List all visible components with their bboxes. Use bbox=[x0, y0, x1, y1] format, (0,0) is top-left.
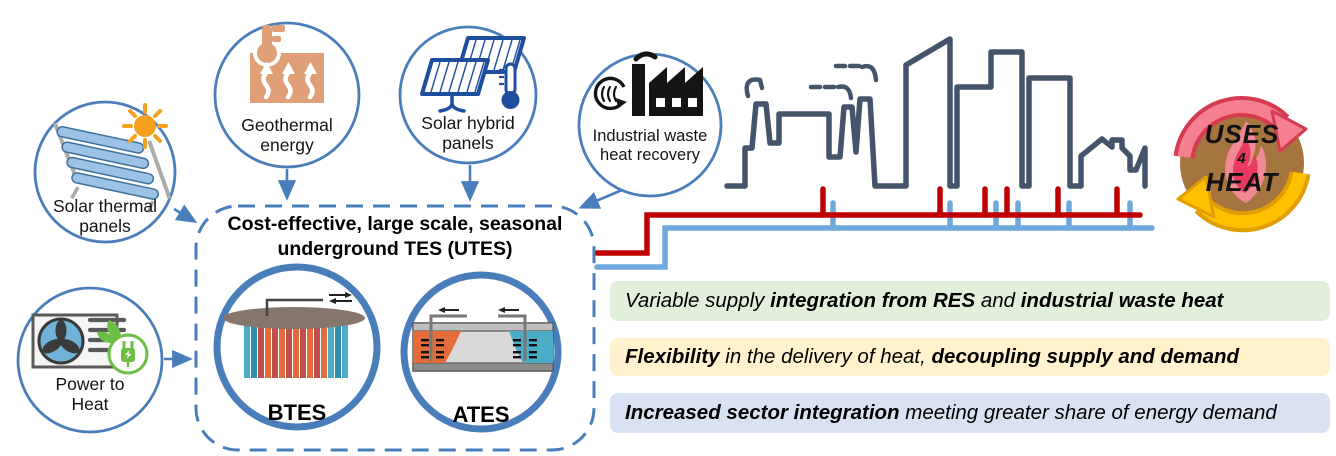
geothermal-ground-icon bbox=[250, 25, 324, 103]
utes-box-title: Cost-effective, large scale, seasonal un… bbox=[227, 213, 563, 261]
flow-direction-arrows bbox=[438, 307, 519, 313]
banner-sector-integration-text: Increased sector integration meeting gre… bbox=[625, 401, 1277, 424]
utes-dashed-box bbox=[194, 204, 596, 452]
flow-direction-arrows bbox=[329, 292, 352, 304]
ates-label: ATES bbox=[452, 402, 510, 427]
green-plug-icon bbox=[97, 320, 149, 375]
arrow-solar-thermal-to-box bbox=[173, 204, 198, 224]
city-skyline-icon bbox=[724, 36, 1148, 189]
industrial-waste-label: Industrial waste heat recovery bbox=[592, 127, 708, 164]
flame-icon bbox=[1225, 121, 1267, 203]
banner-res-integration: Variable supply integration from RES and… bbox=[610, 281, 1330, 321]
well-screens bbox=[421, 339, 537, 359]
logo-text-heat: HEAT bbox=[1205, 167, 1279, 197]
geothermal-label: Geothermal energy bbox=[241, 115, 333, 155]
logo-text-uses: USES bbox=[1204, 119, 1280, 149]
btes-label: BTES bbox=[267, 400, 327, 425]
solar-collector-icon bbox=[53, 103, 172, 214]
flow-arrows bbox=[164, 165, 623, 369]
circular-arrows-icon bbox=[1173, 96, 1311, 233]
heat-recovery-arrow-icon bbox=[593, 76, 627, 111]
chimney-smoke-icon bbox=[744, 63, 879, 101]
pv-panels-icon bbox=[420, 36, 526, 113]
power-to-heat-label: Power to Heat bbox=[55, 374, 125, 414]
banner-flexibility-text: Flexibility in the delivery of heat, dec… bbox=[625, 345, 1240, 368]
heat-up-arrows bbox=[260, 62, 317, 100]
sun-icon bbox=[122, 103, 168, 149]
thermometer-icon bbox=[257, 25, 285, 63]
wells bbox=[429, 314, 527, 361]
banner-sector-integration: Increased sector integration meeting gre… bbox=[610, 393, 1330, 433]
solar-hybrid-label: Solar hybrid panels bbox=[421, 113, 515, 153]
solar-thermal-label: Solar thermal panels bbox=[52, 196, 158, 236]
arrow-industrial-to-box bbox=[578, 188, 623, 209]
banner-res-integration-text: Variable supply integration from RES and… bbox=[625, 289, 1224, 312]
leaf-icon bbox=[97, 320, 121, 343]
thermometer-icon bbox=[499, 62, 520, 109]
uses4heat-logo bbox=[1173, 96, 1311, 233]
district-heating-supply-pipe bbox=[594, 186, 1143, 256]
banner-flexibility: Flexibility in the delivery of heat, dec… bbox=[610, 338, 1330, 376]
heat-pump-fan-icon bbox=[31, 313, 149, 375]
factory-icon bbox=[593, 51, 703, 116]
btes-cylinder-icon bbox=[223, 292, 365, 378]
ates-cross-section-icon bbox=[412, 307, 554, 372]
logo-text-4: 4 bbox=[1237, 150, 1247, 167]
